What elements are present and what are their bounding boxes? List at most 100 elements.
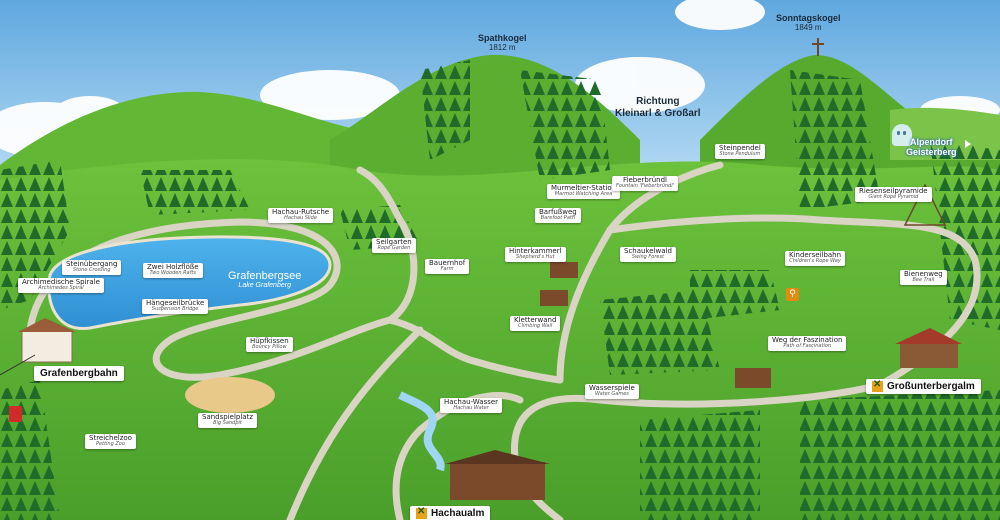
attraction-sub: Marmot Watching Area: [554, 191, 613, 198]
label-riesenseilpyramide[interactable]: Riesenseilpyramide Giant Rope Pyramid: [855, 187, 932, 202]
attraction-sub: Suspension Bridge: [151, 306, 199, 313]
label-seilgarten[interactable]: Seilgarten Rope Garden: [372, 238, 416, 253]
rope-pyramid: [903, 183, 947, 226]
label-murmeltier-station[interactable]: Murmeltier-Station Marmot Watching Area: [547, 184, 621, 199]
attraction-sub: Petting Zoo: [96, 441, 125, 448]
peak-sonntagskogel: Sonntagskogel 1849 m: [776, 13, 841, 33]
attraction-sub: Hachau Water: [453, 405, 489, 412]
station-grossunterbergalm[interactable]: Großunterbergalm: [866, 379, 981, 394]
attraction-name: Bauernhof: [429, 259, 466, 267]
direction-line1: Richtung: [636, 96, 680, 107]
attraction-sub: Climbing Wall: [518, 323, 553, 330]
attraction-name: Hinterkammerl: [509, 247, 562, 255]
attraction-sub: Barefoot Path: [540, 215, 576, 222]
label-bauernhof[interactable]: Bauernhof Farm: [425, 259, 470, 274]
peak-name: Spathkogel: [478, 33, 527, 43]
toilet-icon: ⚲: [786, 288, 799, 301]
label-hachau-wasser[interactable]: Hachau-Wasser Hachau Water: [440, 398, 503, 413]
attraction-sub: Bee Trail: [912, 277, 935, 284]
attraction-sub: Bouncy Pillow: [252, 344, 287, 351]
label-wasserspiele[interactable]: Wasserspiele Water Games: [585, 384, 639, 399]
station-name: Grafenbergbahn: [40, 368, 118, 379]
lake-subtitle: Lake Grafenberg: [238, 282, 291, 290]
attraction-name: Steinpendel: [719, 144, 761, 152]
attraction-sub: Two Wooden Rafts: [149, 270, 196, 277]
hachau-water-stream: [398, 391, 445, 472]
attraction-sub: Fountain 'Fieberbründl': [616, 183, 674, 190]
lake-label: Grafenbergsee Lake Grafenberg: [228, 270, 301, 290]
attraction-name: Hachau-Wasser: [444, 398, 499, 406]
label-steinpendel[interactable]: Steinpendel Stone Pendulum: [715, 144, 765, 159]
label-sandspielplatz[interactable]: Sandspielplatz Big Sandpit: [198, 413, 257, 428]
attraction-sub: Shepherd's Hut: [516, 254, 555, 261]
label-weg-der-faszination[interactable]: Weg der Faszination Path of Fascination: [768, 336, 847, 351]
peak-spathkogel: Spathkogel 1812 m: [478, 33, 527, 53]
attraction-sub: Archimedes Spiral: [38, 285, 84, 292]
label-steinuebergang[interactable]: Steinübergang Stone Crossing: [62, 260, 122, 275]
station-hachaualm[interactable]: Hachaualm: [410, 506, 491, 520]
attraction-sub: Children's Rope Way: [789, 258, 841, 265]
attraction-name: Kletterwand: [514, 316, 557, 324]
label-kinderseilbahn[interactable]: Kinderseilbahn Children's Rope Way: [785, 251, 846, 266]
peak-height: 1849 m: [794, 22, 822, 32]
attraction-name: Bienenweg: [904, 270, 943, 278]
station-grafenbergbahn[interactable]: Grafenbergbahn: [34, 366, 124, 381]
gondola-icon: [0, 354, 36, 422]
attraction-name: Zwei Holzflöße: [147, 263, 199, 271]
label-streichelzoo[interactable]: Streichelzoo Petting Zoo: [85, 434, 136, 449]
station-name: Großunterbergalm: [887, 381, 975, 392]
attraction-sub: Rope Garden: [377, 245, 411, 252]
buildings: [18, 262, 962, 500]
attraction-sub: Hachau Slide: [284, 215, 317, 222]
lake-name: Grafenbergsee: [228, 270, 302, 282]
label-archimedische-spirale[interactable]: Archimedische Spirale Archimedes Spiral: [18, 278, 104, 293]
summit-cross-icon: [812, 38, 824, 56]
station-name: Hachaualm: [431, 508, 485, 519]
ghost-icon: [892, 124, 912, 146]
attraction-name: Schaukelwald: [624, 247, 672, 255]
label-hinterkammerl[interactable]: Hinterkammerl Shepherd's Hut: [505, 247, 566, 262]
attraction-name: Hachau-Rutsche: [272, 208, 330, 216]
attraction-name: Wasserspiele: [589, 384, 635, 392]
label-huepfkissen[interactable]: Hüpfkissen Bouncy Pillow: [246, 337, 293, 352]
attraction-sub: Stone Crossing: [72, 267, 111, 274]
attraction-name: Riesenseilpyramide: [859, 187, 928, 195]
alpendorf-label[interactable]: Alpendorf Geisterberg: [906, 137, 957, 158]
station-icon: [416, 506, 427, 519]
label-haengeseilbruecke[interactable]: Hängeseilbrücke Suspension Bridge: [142, 299, 209, 314]
label-kletterwand[interactable]: Kletterwand Climbing Wall: [510, 316, 561, 331]
attraction-name: Hüpfkissen: [250, 337, 289, 345]
attraction-sub: Water Games: [594, 391, 629, 398]
attraction-sub: Path of Fascination: [783, 343, 832, 350]
label-barfussweg[interactable]: Barfußweg Barefoot Path: [535, 208, 581, 223]
direction-line2: Kleinarl & Großarl: [615, 107, 701, 119]
attraction-name: Archimedische Spirale: [22, 278, 100, 286]
attraction-name: Seilgarten: [376, 238, 412, 246]
attraction-name: Kinderseilbahn: [789, 251, 842, 259]
attraction-name: Steinübergang: [66, 260, 118, 268]
attraction-name: Barfußweg: [539, 208, 577, 216]
station-icon: [872, 379, 883, 392]
attraction-sub: Swing Forest: [631, 254, 665, 261]
attraction-name: Weg der Faszination: [772, 336, 843, 344]
label-bienenweg[interactable]: Bienenweg Bee Trail: [900, 270, 947, 285]
arrow-right-icon: [965, 140, 971, 148]
paths: [26, 161, 981, 520]
forests: [0, 60, 1000, 520]
label-fieberbruendl[interactable]: Fieberbründl Fountain 'Fieberbründl': [612, 176, 678, 191]
attraction-name: Fieberbründl: [623, 176, 667, 184]
attraction-sub: Giant Rope Pyramid: [868, 194, 919, 201]
attraction-sub: Stone Pendulum: [719, 151, 761, 158]
label-schaukelwald[interactable]: Schaukelwald Swing Forest: [620, 247, 676, 262]
attraction-name: Hängeseilbrücke: [146, 299, 205, 307]
attraction-name: Murmeltier-Station: [551, 184, 617, 192]
attraction-sub: Big Sandpit: [213, 420, 242, 427]
label-hachau-rutsche[interactable]: Hachau-Rutsche Hachau Slide: [268, 208, 334, 223]
peak-name: Sonntagskogel: [776, 13, 841, 23]
alpendorf-line2: Geisterberg: [906, 146, 957, 157]
lake: [47, 235, 332, 330]
label-zwei-holzfloesse[interactable]: Zwei Holzflöße Two Wooden Rafts: [143, 263, 203, 278]
alpendorf-line1: Alpendorf: [910, 137, 953, 147]
